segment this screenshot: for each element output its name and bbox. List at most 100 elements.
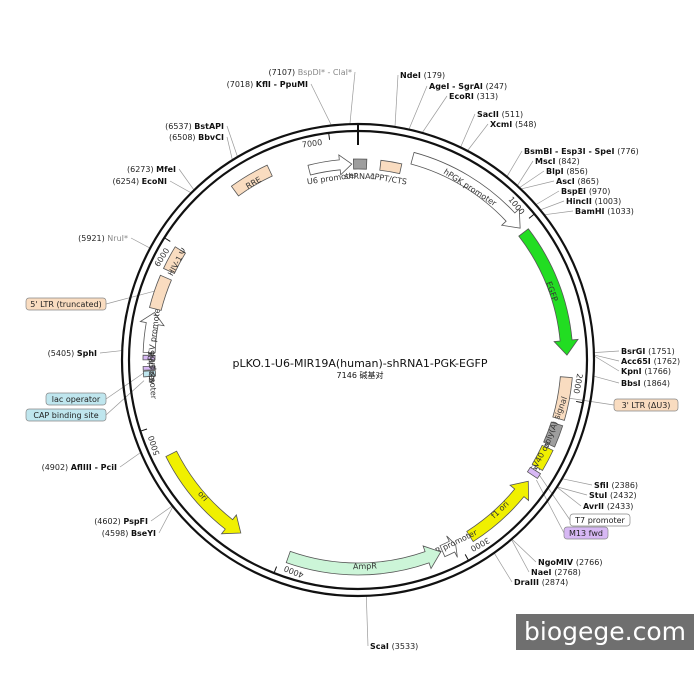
tick-mark	[140, 428, 148, 432]
feature-label-lac-promoter: lac promoter	[146, 348, 158, 400]
site-leader	[178, 168, 195, 191]
site-enzyme: MfeI	[156, 165, 176, 174]
site-leader	[99, 350, 123, 354]
site-enzyme: SphI	[77, 349, 97, 358]
restriction-site-label: DraIII (2874)	[514, 578, 568, 587]
site-position: (865)	[577, 177, 599, 186]
site-position: (6508)	[169, 133, 198, 142]
site-position: (4602)	[94, 517, 123, 526]
feature-lac-promoter	[142, 370, 157, 378]
site-leader	[158, 506, 174, 534]
site-position: (5921)	[78, 234, 107, 243]
site-enzyme: SfiI	[594, 481, 611, 490]
site-leader	[310, 83, 332, 126]
site-enzyme: EcoRI	[449, 92, 477, 101]
site-enzyme: ScaI	[370, 642, 392, 651]
site-enzyme: BsmBI - Esp3I - SpeI	[524, 147, 617, 156]
feature-shrna1	[352, 158, 368, 170]
site-position: (2766)	[576, 558, 603, 567]
restriction-site-label: Acc65I (1762)	[621, 357, 680, 366]
restriction-site-label: HincII (1003)	[566, 197, 621, 206]
site-enzyme: SacII	[477, 110, 502, 119]
restriction-site-label: (7107) BspDI* - ClaI*	[269, 68, 352, 77]
site-leader	[226, 125, 238, 158]
site-enzyme: HincII	[566, 197, 595, 206]
site-leader	[556, 486, 582, 507]
plasmid-backbone	[120, 122, 596, 598]
site-position: (4598)	[102, 529, 131, 538]
restriction-site-label: ScaI (3533)	[370, 642, 418, 651]
site-position: (1864)	[643, 379, 670, 388]
site-leader	[119, 452, 142, 468]
site-leader	[460, 113, 476, 148]
tag-leader	[539, 475, 571, 521]
restriction-site-label: KpnI (1766)	[621, 367, 671, 376]
site-position: (1751)	[648, 347, 675, 356]
site-position: (2386)	[611, 481, 638, 490]
restriction-site-label: (5921) NruI*	[78, 234, 128, 243]
tag-leader	[536, 479, 565, 534]
site-position: (2433)	[607, 502, 634, 511]
feature-label-ampr: AmpR	[353, 561, 378, 571]
site-leader	[593, 354, 620, 362]
site-enzyme: KflI - PpuMI	[256, 80, 308, 89]
tick-mark	[328, 132, 331, 140]
tag-box-t7-promoter	[569, 513, 631, 527]
site-position: (7107)	[269, 68, 298, 77]
site-enzyme: StuI	[589, 491, 610, 500]
tick-mark	[164, 237, 171, 242]
site-enzyme: EcoNI	[142, 177, 167, 186]
restriction-site-label: BamHI (1033)	[575, 207, 634, 216]
site-position: (1033)	[607, 207, 634, 216]
restriction-site-label: BspEI (970)	[561, 187, 610, 196]
feature-5-ltr-truncated	[149, 274, 172, 311]
restriction-site-label: BlpI (856)	[546, 167, 588, 176]
site-position: (6254)	[112, 177, 141, 186]
tag-label-cap-binding-site: CAP binding site	[33, 411, 98, 420]
site-enzyme: NruI*	[107, 234, 128, 243]
feature-3-ltr-u3	[552, 376, 573, 421]
restriction-site-label: AvrII (2433)	[583, 502, 633, 511]
feature-ori	[165, 450, 242, 535]
site-position: (7018)	[227, 80, 256, 89]
site-enzyme: AflIII - PciI	[71, 463, 117, 472]
restriction-site-label: (7018) KflI - PpuMI	[227, 80, 308, 89]
site-leader	[519, 170, 545, 189]
feature-label-cppt-cts: cPPT/CTS	[369, 172, 407, 187]
tag-box-cap-binding-site	[25, 408, 107, 422]
site-leader	[593, 350, 620, 353]
restriction-site-label: SfiI (2386)	[594, 481, 638, 490]
tag-box-5-ltr-truncated	[25, 297, 107, 311]
site-leader	[421, 95, 448, 134]
feature-egfp	[518, 228, 579, 356]
site-leader	[506, 150, 523, 178]
restriction-site-label: BbsI (1864)	[621, 379, 670, 388]
tick-label: 2000	[572, 373, 585, 395]
site-position: (970)	[589, 187, 611, 196]
site-leader	[467, 123, 489, 152]
feature-ampr-promoter	[439, 535, 458, 558]
tag-label-t7-promoter: T7 promoter	[574, 516, 625, 525]
restriction-site-label: (5405) SphI	[48, 349, 97, 358]
restriction-site-label: SacII (511)	[477, 110, 523, 119]
site-position: (511)	[502, 110, 524, 119]
site-position: (2768)	[554, 568, 581, 577]
restriction-site-label: (6537) BstAPI	[165, 122, 224, 131]
site-position: (6273)	[127, 165, 156, 174]
restriction-site-label: (6273) MfeI	[127, 165, 176, 174]
restriction-site-label: AscI (865)	[556, 177, 599, 186]
site-position: (1003)	[595, 197, 622, 206]
site-leader	[516, 160, 534, 186]
site-enzyme: MscI	[535, 157, 558, 166]
site-leader	[535, 190, 560, 206]
feature-ampr	[285, 545, 442, 576]
restriction-site-label: BsrGI (1751)	[621, 347, 675, 356]
restriction-site-label: (4902) AflIII - PciI	[42, 463, 117, 472]
feature-u6-promoter	[307, 154, 353, 176]
site-enzyme: XcmI	[490, 120, 515, 129]
site-position: (2432)	[610, 491, 637, 500]
restriction-site-label: (6254) EcoNI	[112, 177, 167, 186]
site-position: (179)	[424, 71, 446, 80]
feature-sv40-poly-a-signal	[543, 421, 564, 448]
